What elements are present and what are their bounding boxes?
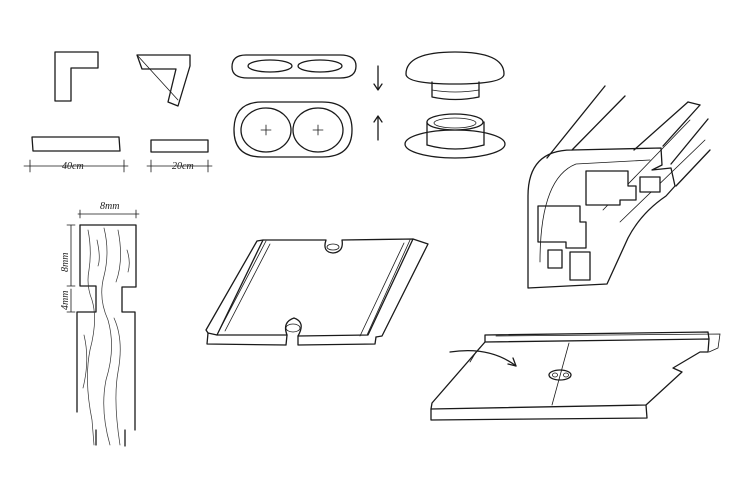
grommet-base <box>404 113 506 159</box>
double-oval-plate-top <box>233 101 353 158</box>
joined-board <box>430 331 721 421</box>
bar-short-dimension: 20cm <box>172 161 194 172</box>
bar-long: 40cm <box>23 136 129 173</box>
wood-lower-dimension: 4mm <box>60 291 71 310</box>
corner-piece-mitred <box>136 54 191 107</box>
bar-short: 20cm <box>146 139 213 173</box>
double-oval-plate-side <box>231 54 357 79</box>
bar-long-dimension: 40cm <box>62 161 84 172</box>
grommet-cap <box>405 51 505 101</box>
wood-width-dimension: 8mm <box>100 201 119 212</box>
wood-upper-dimension: 8mm <box>60 253 71 272</box>
notched-tile <box>205 238 429 346</box>
corner-piece-l <box>54 51 99 102</box>
arrow-down-icon <box>373 65 383 91</box>
wood-joint: 8mm 8mm 4mm <box>60 201 140 447</box>
arrow-up-icon <box>373 115 383 141</box>
extrusion-profile <box>527 85 711 289</box>
